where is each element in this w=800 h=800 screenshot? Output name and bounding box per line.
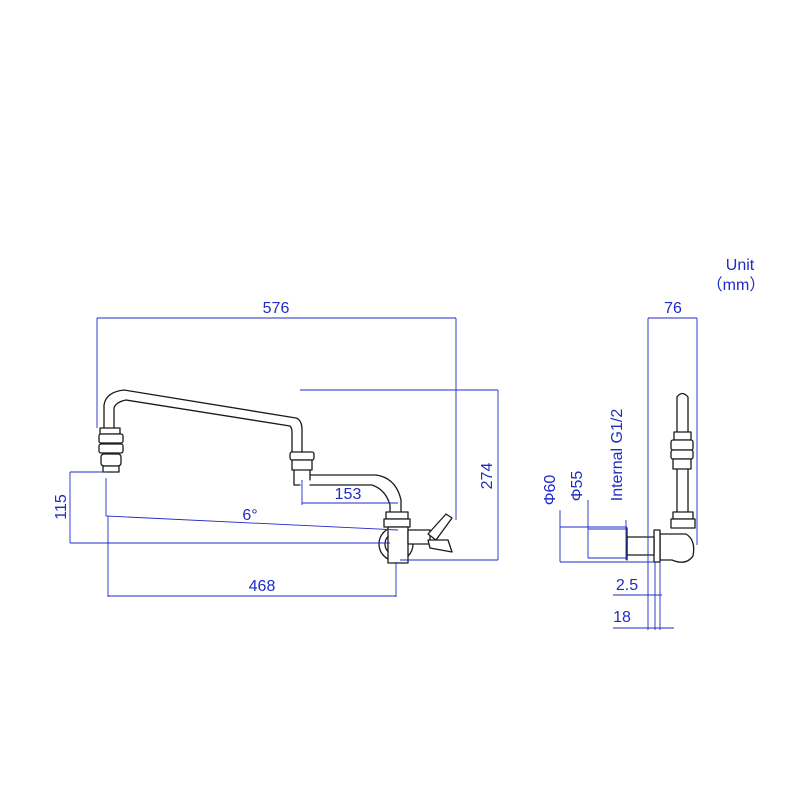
nozzle-nut-ridge [98, 443, 124, 454]
spout-pipe [103, 389, 303, 453]
nozzle-nut [98, 433, 124, 444]
valve-lever [427, 513, 453, 553]
nozzle-tip [100, 453, 122, 467]
side-flange [653, 529, 661, 563]
swivel-body [291, 459, 313, 471]
dim-18: 18 [613, 609, 631, 626]
faucet-front-view [98, 389, 453, 564]
dim-274: 274 [479, 463, 496, 490]
valve-body [387, 526, 409, 564]
valve-nut [385, 511, 409, 520]
side-collar-2 [670, 518, 696, 529]
unit-value: （mm） [707, 276, 766, 294]
side-elbow [659, 533, 695, 563]
side-nut-top [673, 431, 692, 441]
side-dimensions: Unit （mm） 76 Φ60 Φ55 Internal G1/2 2.5 1… [542, 257, 765, 630]
side-nut-3 [672, 458, 692, 470]
side-collar [672, 511, 694, 520]
dim-angle: 6° [242, 507, 257, 524]
side-thread-body [626, 536, 655, 556]
front-dimensions: 576 274 153 115 6° 468 [53, 300, 499, 597]
valve-stem [407, 529, 431, 545]
dim-phi60: Φ60 [542, 475, 559, 506]
dim-76: 76 [664, 300, 682, 317]
side-nut [670, 439, 694, 451]
side-spout [676, 392, 689, 433]
unit-title: Unit [726, 257, 755, 274]
side-nut-2 [670, 449, 694, 460]
valve-collar [383, 518, 411, 528]
faucet-side-view [626, 392, 696, 563]
dim-153: 153 [335, 486, 362, 503]
dim-468: 468 [249, 578, 276, 595]
dim-thread: Internal G1/2 [609, 409, 626, 502]
dim-2-5: 2.5 [616, 577, 638, 594]
swivel-collar [289, 451, 315, 461]
nozzle-nut-top [99, 427, 121, 435]
connector-pipe [309, 474, 402, 516]
dim-576: 576 [263, 300, 290, 317]
nozzle-aerator [102, 465, 120, 473]
dim-phi55: Φ55 [569, 471, 586, 502]
dim-115: 115 [53, 494, 70, 520]
